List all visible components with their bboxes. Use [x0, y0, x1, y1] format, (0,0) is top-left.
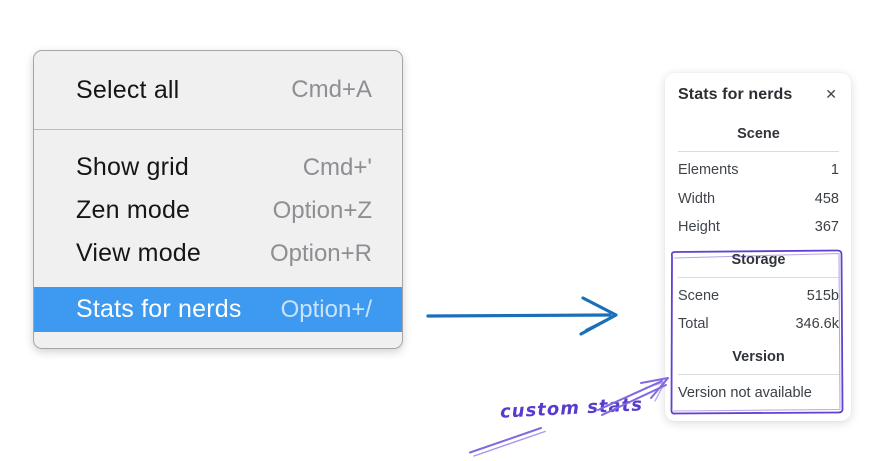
stat-value: 367 [814, 219, 839, 235]
annotation-arrow-upper [597, 377, 669, 416]
stats-panel-title: Stats for nerds [678, 86, 793, 103]
annotation-arrow-lower [469, 427, 546, 457]
close-icon: ✕ [825, 87, 837, 103]
menu-group-bottom: Show grid Cmd+' Zen mode Option+Z View m… [34, 130, 402, 332]
menu-item-shortcut: Cmd+A [291, 76, 372, 103]
stat-row-width: Width 458 [678, 185, 839, 214]
menu-group-top: Select all Cmd+A [34, 51, 402, 129]
stat-row-height: Height 367 [678, 213, 839, 242]
stat-row-elements: Elements 1 [678, 156, 839, 185]
stat-label: Elements [678, 162, 739, 178]
close-button[interactable]: ✕ [823, 86, 839, 104]
stat-label: Total [678, 316, 709, 332]
menu-item-shortcut: Option+Z [272, 196, 372, 224]
menu-item-label: Zen mode [76, 196, 191, 224]
menu-item-shortcut: Cmd+' [302, 153, 372, 181]
menu-item-view-mode[interactable]: View mode Option+R [34, 232, 402, 275]
menu-item-stats-for-nerds[interactable]: Stats for nerds Option+/ [34, 287, 402, 332]
section-heading: Scene [737, 126, 780, 142]
stat-value: 346.6k [795, 316, 839, 332]
section-heading: Storage [731, 251, 786, 268]
stat-value: 1 [830, 162, 839, 178]
stat-value: 458 [814, 190, 839, 207]
section-divider [678, 151, 839, 152]
custom-stats-annotation: custom stats [499, 394, 644, 423]
section-heading: Version [732, 348, 785, 365]
menu-separator [34, 129, 402, 130]
stats-section-scene: Scene Elements 1 Width 458 Height 367 [678, 125, 839, 242]
stat-label: Scene [678, 287, 720, 304]
blue-arrow-icon [426, 296, 618, 336]
menu-item-shortcut: Option+R [269, 239, 372, 267]
stat-label: Height [678, 219, 720, 235]
stat-value: 515b [806, 287, 839, 304]
menu-item-zen-mode[interactable]: Zen mode Option+Z [34, 189, 402, 232]
context-menu: Select all Cmd+A Show grid Cmd+' Zen mod… [33, 50, 403, 349]
menu-item-label: Select all [76, 75, 180, 104]
stats-panel: Stats for nerds ✕ Scene Elements 1 Width… [665, 73, 851, 421]
version-note: Version not available [678, 384, 812, 401]
menu-item-shortcut: Option+/ [280, 295, 372, 323]
menu-item-label: Stats for nerds [76, 295, 242, 323]
stat-label: Width [678, 190, 716, 207]
menu-item-show-grid[interactable]: Show grid Cmd+' [34, 146, 402, 189]
menu-item-label: Show grid [76, 153, 189, 181]
stats-section-storage: Storage Scene 515b Total 346.6k [678, 251, 839, 339]
stat-row-scene-storage: Scene 515b [678, 282, 839, 311]
menu-item-label: View mode [76, 239, 202, 267]
stats-panel-header: Stats for nerds ✕ [678, 86, 839, 104]
menu-item-select-all[interactable]: Select all Cmd+A [34, 69, 402, 112]
stat-row-total-storage: Total 346.6k [678, 310, 839, 339]
stats-section-version: Version Version not available [678, 348, 839, 408]
